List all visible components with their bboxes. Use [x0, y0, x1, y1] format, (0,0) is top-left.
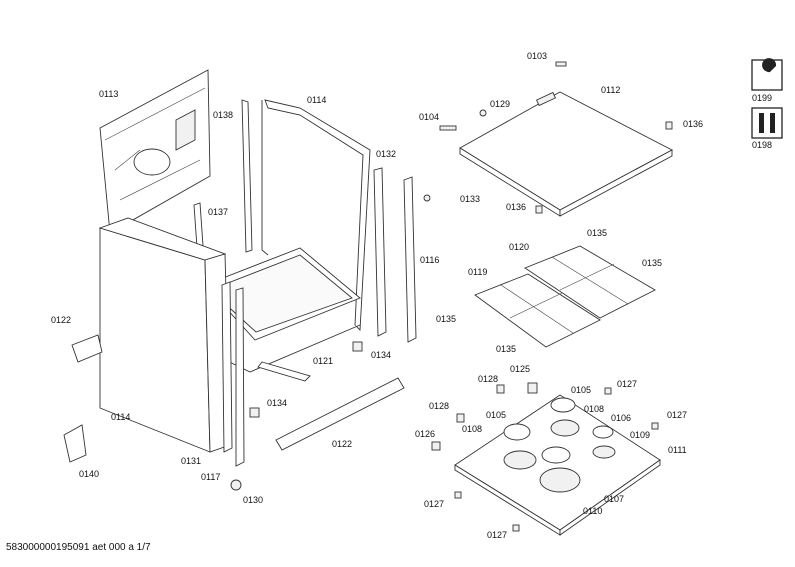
document-id-footer: 583000000195091 aet 000 a 1/7 — [6, 542, 151, 553]
part-label-0136: 0136 — [683, 119, 703, 129]
part-label-0127: 0127 — [487, 530, 507, 540]
part-label-0135: 0135 — [587, 228, 607, 238]
part-label-0116: 0116 — [420, 255, 439, 265]
rail-0117 — [235, 287, 245, 467]
part-0133 — [423, 194, 431, 202]
part-0126 — [431, 441, 441, 451]
part-label-0105: 0105 — [571, 385, 591, 395]
part-label-0114: 0114 — [111, 412, 130, 422]
part-labels: 0103 0112 0129 0104 0136 0113 0114 0138 0132 0133… — [51, 51, 772, 540]
rail-0122 — [275, 377, 405, 451]
bracket-0122-left — [71, 334, 103, 363]
part-label-0135: 0135 — [642, 258, 662, 268]
rail-0132 — [373, 167, 387, 337]
part-0127-a — [604, 387, 612, 395]
part-0127-c — [454, 491, 462, 499]
part-label-0135: 0135 — [436, 314, 456, 324]
part-label-0128: 0128 — [478, 374, 498, 384]
part-label-0135: 0135 — [496, 344, 516, 354]
part-label-0108: 0108 — [584, 404, 604, 414]
part-label-0112: 0112 — [601, 85, 620, 95]
part-label-0140: 0140 — [79, 469, 99, 479]
part-label-0126: 0126 — [415, 429, 435, 439]
part-label-0134: 0134 — [267, 398, 287, 408]
part-label-0199: 0199 — [752, 93, 772, 103]
part-label-0113: 0113 — [99, 89, 118, 99]
part-label-0138: 0138 — [213, 110, 233, 120]
part-label-0119: 0119 — [468, 267, 487, 277]
part-label-0103: 0103 — [527, 51, 547, 61]
part-label-0127: 0127 — [617, 379, 637, 389]
part-0130 — [230, 479, 242, 491]
part-label-0122: 0122 — [51, 315, 71, 325]
part-0127-d — [512, 524, 520, 532]
part-label-0110: 0110 — [583, 506, 602, 516]
part-0134-a — [352, 341, 363, 352]
part-label-0127: 0127 — [424, 499, 444, 509]
part-label-0132: 0132 — [376, 149, 396, 159]
hob-0111 — [454, 394, 661, 536]
part-label-0120: 0120 — [509, 242, 529, 252]
lid-0112 — [459, 91, 673, 217]
part-0128-b — [456, 413, 465, 423]
part-label-0108: 0108 — [462, 424, 482, 434]
part-0125 — [527, 382, 538, 394]
rail-0138 — [241, 99, 253, 253]
part-label-0136: 0136 — [506, 202, 526, 212]
part-0103 — [555, 61, 567, 67]
part-label-0111: 0111 — [668, 445, 687, 455]
screws-icon — [751, 107, 783, 139]
rail-0116 — [403, 176, 417, 343]
part-0129 — [479, 109, 487, 117]
part-label-0125: 0125 — [510, 364, 530, 374]
part-label-0122: 0122 — [332, 439, 352, 449]
part-label-0121: 0121 — [313, 356, 333, 366]
grate-0120 — [524, 245, 656, 319]
bracket-0140 — [63, 424, 87, 463]
part-0104 — [439, 125, 457, 131]
grate-0119 — [474, 273, 601, 348]
part-label-0107: 0107 — [604, 494, 624, 504]
part-label-0133: 0133 — [460, 194, 480, 204]
part-0127-b — [651, 422, 659, 430]
part-label-0114: 0114 — [307, 95, 326, 105]
part-label-0127: 0127 — [667, 410, 687, 420]
part-label-0105: 0105 — [486, 410, 506, 420]
part-label-0104: 0104 — [419, 112, 439, 122]
part-label-0137: 0137 — [208, 207, 228, 217]
part-label-0131: 0131 — [181, 456, 201, 466]
frame-0114 — [204, 99, 371, 373]
part-label-0106: 0106 — [611, 413, 631, 423]
part-0128-a — [496, 384, 505, 394]
part-label-0134: 0134 — [371, 350, 391, 360]
back-panel-0113 — [99, 69, 211, 234]
part-label-0109: 0109 — [630, 430, 650, 440]
part-label-0130: 0130 — [243, 495, 263, 505]
part-label-0117: 0117 — [201, 472, 220, 482]
part-label-0128: 0128 — [429, 401, 449, 411]
part-label-0129: 0129 — [490, 99, 510, 109]
part-label-0198: 0198 — [752, 140, 772, 150]
part-0134-b — [249, 407, 260, 418]
rail-0131 — [221, 281, 233, 453]
part-0136-a — [665, 121, 673, 130]
part-0136-b — [535, 205, 543, 214]
rail-0121 — [257, 361, 311, 382]
repair-wrench-icon — [751, 58, 783, 91]
